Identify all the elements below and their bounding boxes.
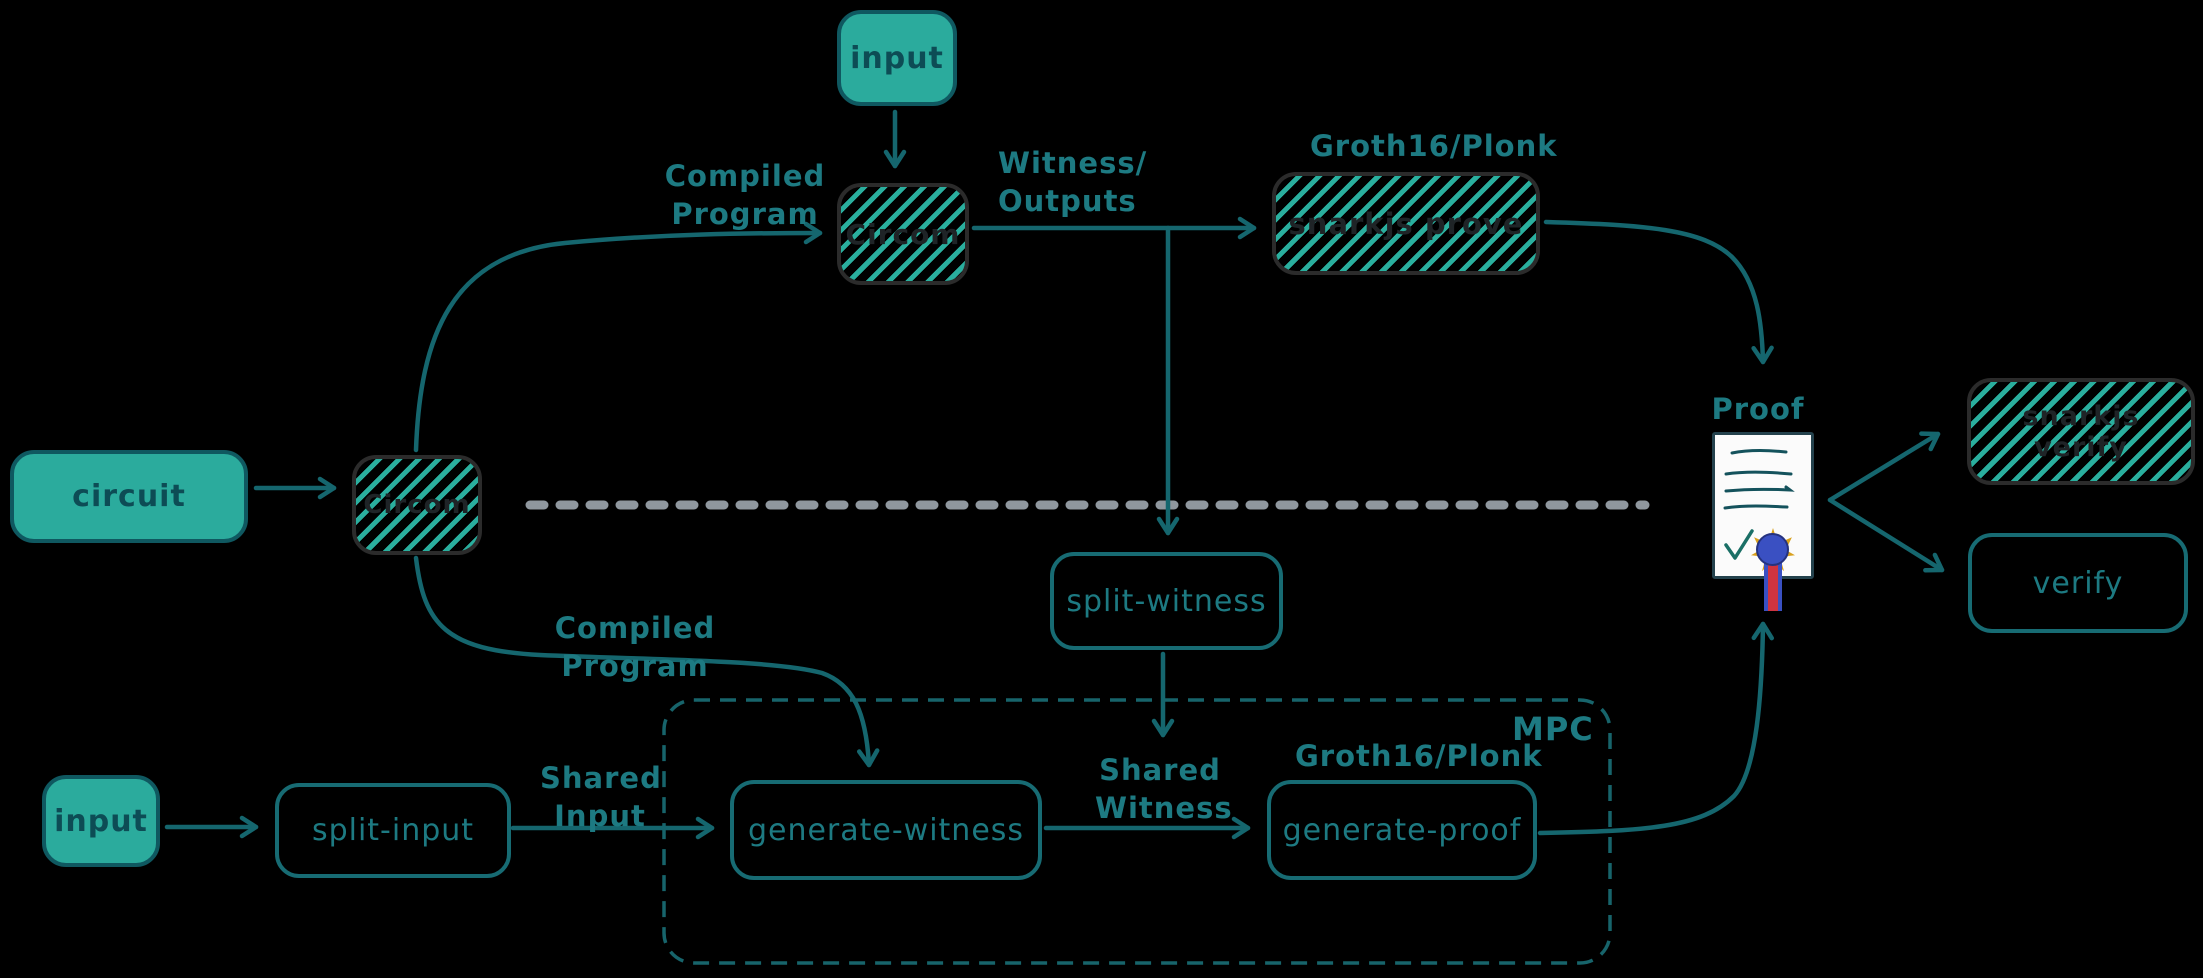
label-shared-witness: Shared Witness bbox=[1095, 753, 1233, 825]
node-circom-compile: Circom bbox=[352, 455, 482, 555]
node-generate-proof-label: generate-proof bbox=[1282, 812, 1522, 848]
node-snarkjs-verify-label: snarkjs verify bbox=[2022, 400, 2140, 463]
node-generate-witness: generate-witness bbox=[730, 780, 1042, 880]
arrow-proof-to-verify bbox=[1827, 497, 1945, 573]
node-split-input: split-input bbox=[275, 783, 511, 878]
checkmark-icon bbox=[1724, 529, 1754, 560]
node-circuit-label: circuit bbox=[72, 479, 186, 514]
node-snarkjs-prove-label: snarkjs prove bbox=[1288, 206, 1524, 241]
node-verify: verify bbox=[1968, 533, 2188, 633]
node-snarkjs-prove: snarkjs prove bbox=[1272, 172, 1540, 275]
node-circom-compile-label: Circom bbox=[363, 490, 471, 520]
label-witness-outputs: Witness/ Outputs bbox=[998, 146, 1148, 218]
arrow-proof-to-snarkjsverify bbox=[1827, 431, 1941, 503]
node-input-top-label: input bbox=[850, 40, 944, 76]
label-groth16-plonk-bottom: Groth16/Plonk bbox=[1295, 739, 1543, 773]
label-shared-input: Shared Input bbox=[540, 761, 662, 833]
label-groth16-plonk-top: Groth16/Plonk bbox=[1310, 129, 1558, 163]
node-split-witness: split-witness bbox=[1050, 552, 1283, 650]
node-generate-witness-label: generate-witness bbox=[747, 812, 1025, 848]
document-lines-icon bbox=[1723, 449, 1795, 560]
label-mpc: MPC bbox=[1512, 710, 1594, 748]
node-verify-label: verify bbox=[2032, 565, 2124, 601]
label-compiled-program-bottom: Compiled Program bbox=[554, 611, 716, 683]
arrow-compiled-program-top bbox=[413, 221, 823, 453]
label-proof: Proof bbox=[1711, 392, 1805, 426]
node-circom-execute-label: Circom bbox=[845, 217, 961, 251]
arrow-prove-to-proof bbox=[1543, 219, 1774, 365]
node-split-witness-label: split-witness bbox=[1066, 583, 1267, 619]
seal-circle-icon bbox=[1756, 533, 1789, 566]
node-input-top: input bbox=[837, 10, 957, 106]
node-snarkjs-verify: snarkjs verify bbox=[1967, 378, 2195, 485]
node-generate-proof: generate-proof bbox=[1267, 780, 1537, 880]
seal-ribbon-icon bbox=[1764, 553, 1782, 611]
node-circuit: circuit bbox=[10, 450, 248, 543]
proof-document-icon bbox=[1712, 432, 1814, 611]
node-input-bottom: input bbox=[42, 775, 160, 867]
node-input-bottom-label: input bbox=[54, 803, 148, 839]
label-compiled-program-top: Compiled Program bbox=[664, 159, 826, 231]
node-split-input-label: split-input bbox=[311, 813, 475, 848]
node-circom-execute: Circom bbox=[837, 183, 969, 285]
